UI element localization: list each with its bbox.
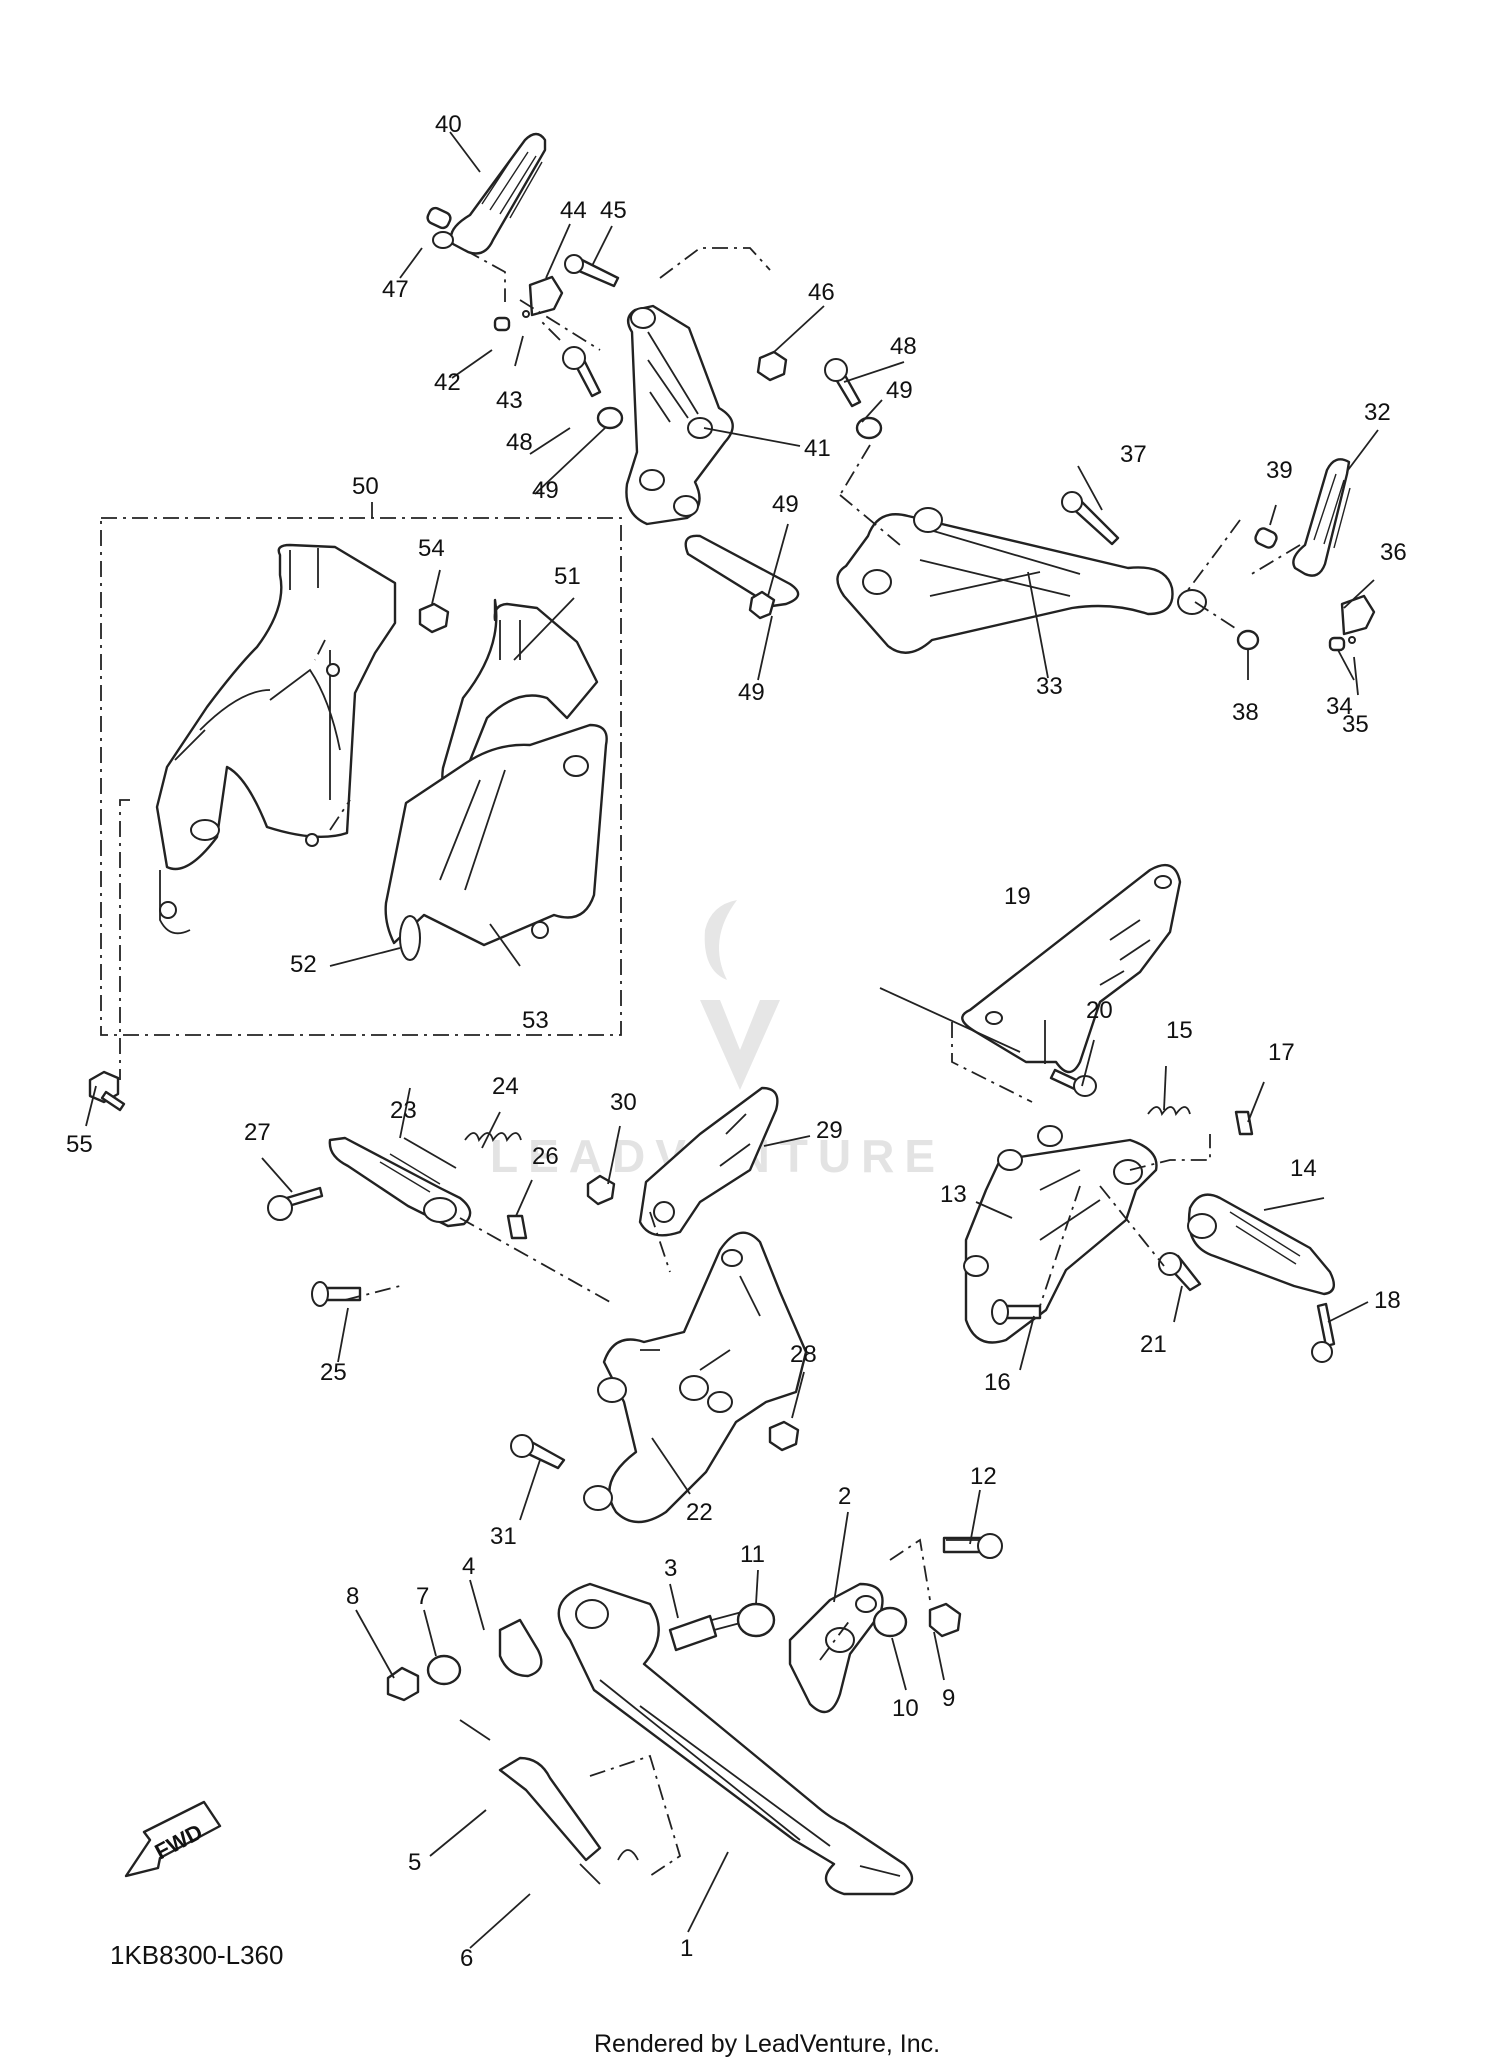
label-29: 29: [816, 1117, 843, 1144]
left-footrest-assembly: [267, 1086, 808, 1524]
label-56: 54: [418, 535, 445, 562]
label-15: 15: [1166, 1017, 1193, 1044]
label-1: 1: [680, 1935, 693, 1962]
label-22: 22: [686, 1499, 713, 1526]
leader-lines: [85, 131, 1379, 1949]
forward-arrow-icon: FWD: [124, 1800, 222, 1878]
label-32: 32: [1364, 399, 1391, 426]
label-38: 38: [1232, 699, 1259, 726]
label-36: 36: [1380, 539, 1407, 566]
label-14: 14: [1290, 1155, 1317, 1182]
label-17: 17: [1268, 1039, 1295, 1066]
label-44: 44: [560, 197, 587, 224]
label-47: 47: [382, 276, 409, 303]
label-31: 31: [490, 1523, 517, 1550]
label-45: 45: [600, 197, 627, 224]
label-40: 40: [435, 111, 462, 138]
label-16: 16: [984, 1369, 1011, 1396]
label-10: 10: [892, 1695, 919, 1722]
label-21: 21: [1140, 1331, 1167, 1358]
bracket-33: [836, 513, 1174, 654]
label-26: 26: [532, 1143, 559, 1170]
label-35: 35: [1342, 711, 1369, 738]
label-3: 3: [664, 1555, 677, 1582]
footrest-40: [449, 132, 547, 255]
label-8: 8: [346, 1583, 359, 1610]
label-6: 6: [460, 1945, 473, 1972]
label-11: 11: [740, 1541, 765, 1568]
label-7: 7: [416, 1583, 429, 1610]
label-24: 24: [492, 1073, 519, 1100]
footrest-14: [1187, 1193, 1336, 1296]
label-53: 51: [554, 563, 581, 590]
label-19: 19: [1004, 883, 1031, 910]
label-49a: 49: [886, 377, 913, 404]
label-55: 53: [522, 1007, 549, 1034]
label-9: 9: [942, 1685, 955, 1712]
label-28: 28: [790, 1341, 817, 1368]
bracket-22: [602, 1231, 808, 1524]
label-13: 13: [940, 1181, 967, 1208]
label-34: 34: [1326, 693, 1353, 720]
label-41: 41: [804, 435, 831, 462]
label-49b: 49: [532, 477, 559, 504]
label-12: 12: [970, 1463, 997, 1490]
bracket-41: [625, 304, 734, 526]
label-20: 20: [1086, 997, 1113, 1024]
label-48b: 48: [506, 429, 533, 456]
footer-credit: Rendered by LeadVenture, Inc.: [594, 2030, 940, 2058]
label-54: 52: [290, 951, 317, 978]
label-23: 23: [390, 1097, 417, 1124]
label-2: 2: [838, 1483, 851, 1510]
right-footrest-assembly: [951, 863, 1336, 1363]
label-42: 42: [434, 369, 461, 396]
label-48a: 48: [890, 333, 917, 360]
label-39: 39: [1266, 457, 1293, 484]
heel-plate-19: [961, 863, 1182, 1074]
label-57: 55: [66, 1131, 93, 1158]
label-37: 37: [1120, 441, 1147, 468]
bracket-13: [964, 1138, 1158, 1344]
diagram-code: 1KB8300-L360: [110, 1940, 283, 1970]
sidestand-assembly: FWD: [124, 1533, 1003, 1896]
label-51: 49: [738, 679, 765, 706]
assembly-box-52: [100, 517, 622, 1036]
frame-cover-assembly: [88, 517, 622, 1112]
label-4: 4: [462, 1553, 475, 1580]
label-46: 46: [808, 279, 835, 306]
part-labels: 40 44 45 47 46 48 49 42 43 32 48 41 37 3…: [66, 111, 1407, 1972]
label-27: 27: [244, 1119, 271, 1146]
label-30: 30: [610, 1089, 637, 1116]
label-43: 43: [496, 387, 523, 414]
label-5: 5: [408, 1849, 421, 1876]
label-33: 33: [1036, 673, 1063, 700]
label-50: 49: [772, 491, 799, 518]
label-52: 50: [352, 473, 379, 500]
label-18: 18: [1374, 1287, 1401, 1314]
label-25: 25: [320, 1359, 347, 1386]
rear-footrest-assembly: [426, 132, 1376, 654]
sidestand-1: [557, 1582, 914, 1896]
